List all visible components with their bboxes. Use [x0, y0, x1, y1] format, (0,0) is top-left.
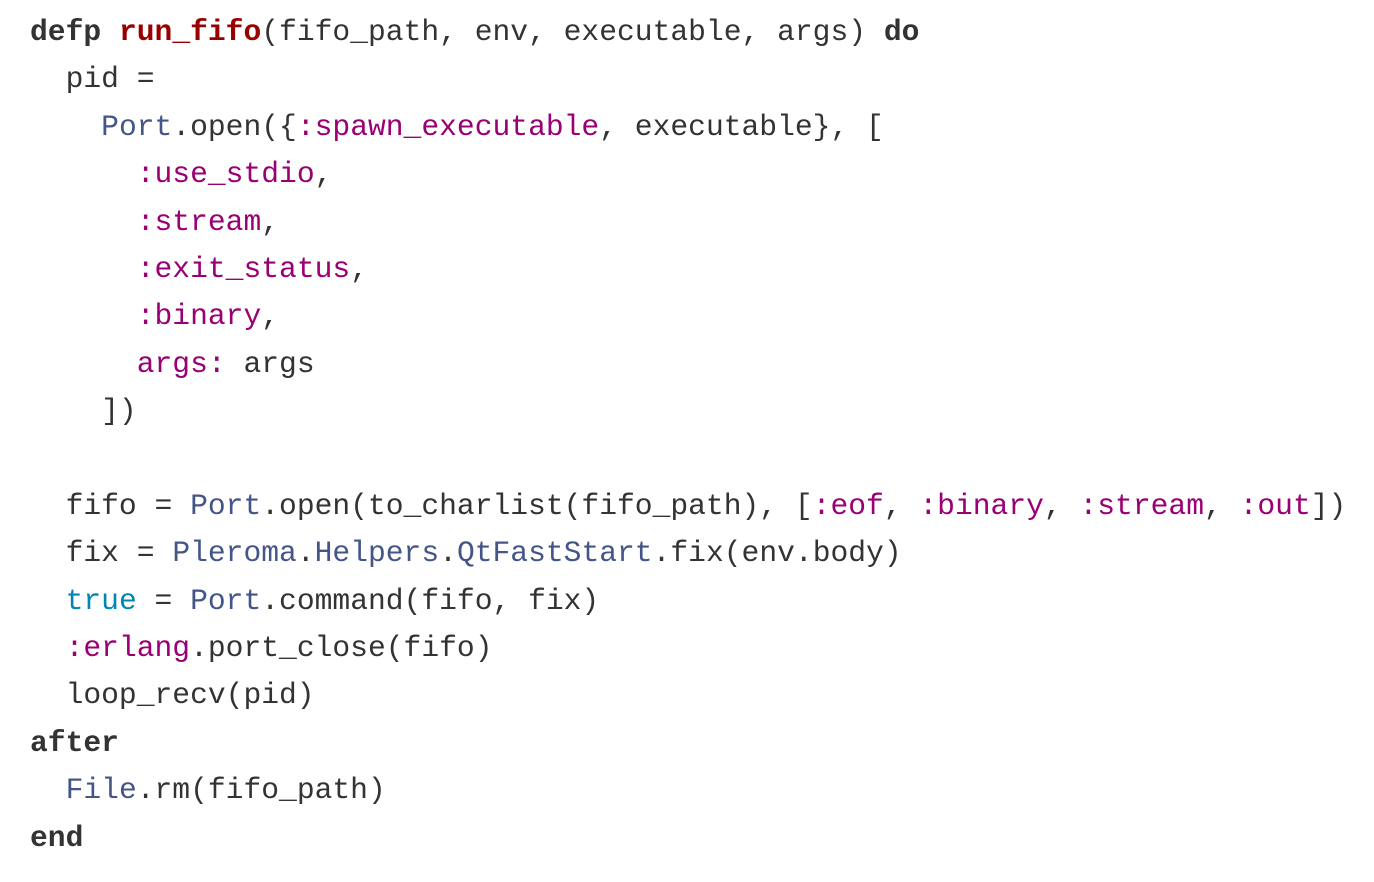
code-text-token: pid = [30, 62, 155, 97]
atom-token: :stream [1079, 488, 1204, 523]
atom-token: :stream [136, 204, 262, 239]
code-text-token: . [296, 536, 315, 571]
code-text-token: , [350, 251, 368, 286]
function-name-token: run_fifo [118, 15, 262, 49]
module-token: Port [101, 109, 173, 144]
code-text-token: .open(to_charlist(fifo_path), [ [261, 488, 813, 523]
code-text-token: loop_recv(pid) [30, 678, 315, 713]
code-text-token: .port_close(fifo) [190, 631, 493, 666]
atom-token: :out [1239, 488, 1311, 523]
code-line: :stream, [30, 199, 1346, 246]
atom-token: :binary [136, 299, 262, 334]
code-line: :use_stdio, [30, 151, 1346, 198]
code-text-token: .command(fifo, fix) [261, 583, 600, 618]
code-line: defp run_fifo(fifo_path, env, executable… [30, 9, 1346, 56]
code-text-token [30, 110, 101, 144]
module-token: Port [190, 583, 262, 618]
keyword-token: end [30, 820, 84, 855]
code-line: end [30, 815, 1346, 862]
atom-token: :binary [919, 488, 1044, 523]
module-token: File [65, 773, 137, 808]
code-text-token: fix = [30, 536, 173, 571]
code-text-token [30, 631, 66, 665]
code-text-token [30, 299, 137, 333]
code-line: :binary, [30, 293, 1346, 340]
code-text-token: . [439, 536, 457, 571]
literal-token: true [65, 583, 137, 618]
code-text-token: (fifo_path, env, executable, args) [261, 15, 884, 49]
code-text-token: ]) [30, 394, 137, 429]
atom-token: :erlang [65, 631, 191, 666]
code-line: loop_recv(pid) [30, 672, 1346, 719]
code-text-token [101, 15, 119, 49]
code-text-token: ]) [1310, 488, 1347, 523]
code-text-token [30, 157, 137, 191]
code-block: defp run_fifo(fifo_path, env, executable… [30, 9, 1346, 862]
code-line: args: args [30, 341, 1346, 388]
atom-token: :exit_status [136, 251, 351, 286]
code-text-token: args [225, 346, 315, 381]
code-text-token: , [314, 157, 333, 192]
code-line: true = Port.command(fifo, fix) [30, 578, 1346, 625]
code-text-token: , [261, 299, 280, 334]
code-text-token [30, 347, 137, 381]
code-text-token [30, 205, 137, 239]
code-text-token: , [261, 204, 280, 239]
code-line: :exit_status, [30, 246, 1346, 293]
code-line: Port.open({:spawn_executable, executable… [30, 104, 1346, 151]
code-text-token [30, 584, 66, 618]
code-line: fifo = Port.open(to_charlist(fifo_path),… [30, 483, 1347, 530]
keyword-token: after [30, 725, 119, 760]
code-text-token: = [136, 583, 191, 618]
keyword-token: defp [30, 15, 102, 49]
code-line: File.rm(fifo_path) [30, 767, 1346, 814]
code-line: :erlang.port_close(fifo) [30, 625, 1346, 672]
code-text-token: fifo = [30, 488, 191, 523]
module-token: Port [190, 488, 262, 523]
module-token: QtFastStart [456, 536, 653, 571]
code-line: ]) [30, 388, 1346, 435]
atom-token: :use_stdio [136, 157, 315, 192]
code-text-token: .rm(fifo_path) [136, 773, 386, 808]
code-text-token: , executable}, [ [599, 109, 884, 144]
code-line [30, 436, 1346, 483]
module-token: Pleroma [172, 536, 297, 571]
atom-token: args: [136, 346, 226, 381]
keyword-token: do [883, 15, 920, 49]
code-text-token [30, 773, 66, 807]
code-line: fix = Pleroma.Helpers.QtFastStart.fix(en… [30, 530, 1346, 577]
code-text-token: .fix(env.body) [652, 536, 902, 571]
code-line: after [30, 720, 1346, 767]
code-text-token: , [1204, 488, 1240, 523]
code-text-token: , [1043, 488, 1080, 523]
code-line: pid = [30, 56, 1346, 103]
atom-token: :spawn_executable [296, 109, 600, 144]
module-token: Helpers [314, 536, 440, 571]
code-text-token: .open({ [172, 109, 297, 144]
code-text-token [30, 252, 137, 286]
code-text-token: , [883, 488, 920, 523]
atom-token: :eof [812, 488, 884, 523]
